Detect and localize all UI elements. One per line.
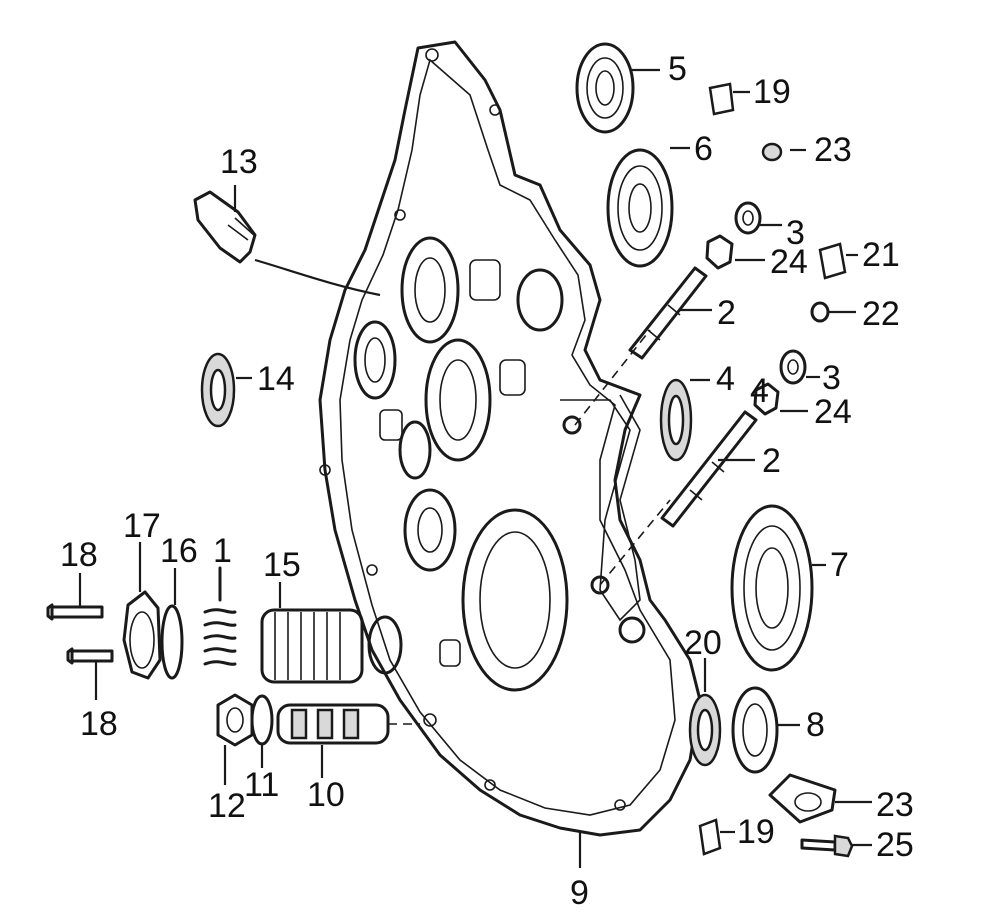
callout-16: 16 (160, 532, 198, 570)
part-10-strainer (276, 703, 420, 745)
part-7-bearing (730, 504, 814, 672)
part-18-bolt-lower (66, 647, 114, 665)
part-16-oring (160, 604, 184, 680)
callout-4-seal: 4 (716, 360, 735, 398)
callout-1: 1 (213, 532, 232, 570)
crankcase-half (318, 40, 702, 837)
part-23-plate-lower (768, 773, 837, 824)
callout-18-upper: 18 (60, 536, 98, 574)
part-3-washer-upper (734, 201, 762, 235)
part-15-filter (260, 608, 403, 684)
part-25-bolt (800, 834, 854, 858)
part-8-bearing (731, 686, 779, 774)
callout-17: 17 (123, 507, 161, 545)
callout-23-upper: 23 (814, 131, 852, 169)
callout-19-upper: 19 (753, 73, 791, 111)
part-24-nut-lower (753, 382, 780, 416)
part-18-bolt-upper (46, 603, 104, 621)
callout-4-nut: 4 (750, 372, 769, 410)
callout-21: 21 (862, 236, 900, 274)
callout-2-lower: 2 (762, 442, 781, 480)
callout-22: 22 (862, 295, 900, 333)
part-4-seal (659, 378, 693, 462)
callout-7: 7 (830, 546, 849, 584)
callout-labels: 5 6 19 23 3 24 21 22 2 4 4 3 24 2 7 20 8… (60, 50, 914, 912)
part-20-seal (688, 693, 722, 767)
part-14-seal (200, 352, 236, 428)
part-3-washer-lower (779, 349, 807, 385)
part-24-nut-upper (705, 234, 734, 270)
part-11-washer (250, 694, 274, 746)
part-22-washer (810, 301, 830, 323)
assembly-line (599, 499, 671, 586)
part-2-pin-lower (660, 410, 758, 528)
part-2-pin-upper (628, 266, 708, 360)
callout-11: 11 (244, 766, 279, 804)
callout-20: 20 (684, 624, 722, 662)
callout-13: 13 (220, 143, 258, 181)
part-6-bearing (606, 148, 674, 268)
callout-18-lower: 18 (80, 705, 118, 743)
callout-10: 10 (307, 776, 345, 814)
callout-2-upper: 2 (717, 294, 736, 332)
assembly-line (574, 329, 651, 426)
part-23-plug-upper (761, 142, 783, 162)
part-5-bearing (575, 42, 635, 134)
callout-9: 9 (570, 874, 589, 912)
part-19-clip-lower (698, 818, 722, 856)
leader-lines (78, 68, 872, 868)
part-13-sensor (193, 190, 381, 297)
callout-24-upper: 24 (770, 243, 808, 281)
part-17-cover (122, 590, 162, 680)
callout-5: 5 (668, 50, 687, 88)
callout-8: 8 (806, 706, 825, 744)
part-19-clip-upper (708, 82, 735, 116)
part-1-spring (203, 566, 237, 666)
part-12-bolt (216, 693, 254, 747)
callout-3-lower: 3 (822, 359, 841, 397)
callout-3-upper: 3 (786, 214, 805, 252)
callout-25: 25 (876, 826, 914, 864)
callout-12: 12 (208, 787, 246, 825)
callout-19-lower: 19 (737, 813, 775, 851)
callout-15: 15 (263, 546, 301, 584)
callout-14: 14 (257, 360, 295, 398)
callout-24-lower: 24 (814, 393, 852, 431)
callout-23-lower: 23 (876, 786, 914, 824)
part-21-clip (818, 242, 847, 280)
callout-6: 6 (694, 130, 713, 168)
